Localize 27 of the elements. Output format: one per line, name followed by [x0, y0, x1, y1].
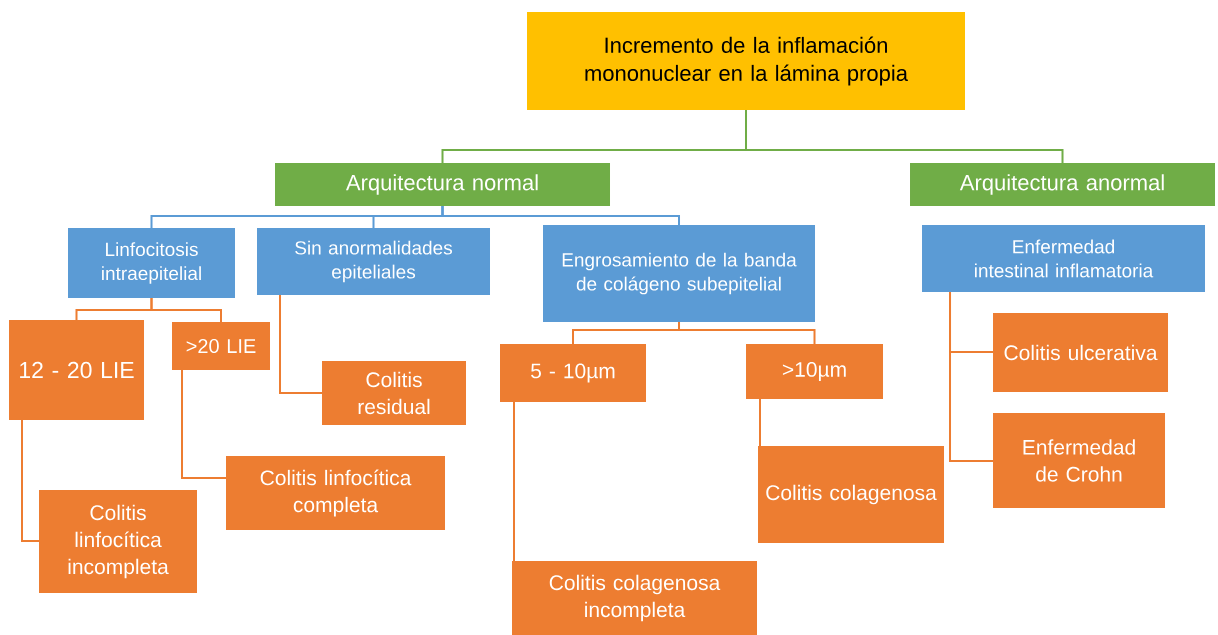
diagnosis-box: Colitis colagenosa incompleta — [512, 561, 757, 635]
diagnosis-box: Enfermedad de Crohn — [993, 413, 1165, 508]
connector-line — [745, 109, 1064, 164]
criterion-box: >20 LIE — [172, 322, 270, 370]
connector-line — [150, 297, 222, 323]
diagnosis-box: Colitis residual — [322, 361, 466, 425]
connector-line — [21, 419, 40, 542]
connector-line — [279, 294, 323, 394]
connector-line — [949, 291, 994, 462]
title-box: Incremento de la inflamación mononuclear en la lámina propia — [527, 12, 965, 110]
finding-box: Sin anormalidades epiteliales — [257, 228, 490, 295]
finding-box: Enfermedad intestinal inflamatoria — [922, 225, 1205, 292]
diagnosis-box: Colitis colagenosa — [758, 446, 944, 543]
criterion-box: 12 - 20 LIE — [9, 320, 144, 420]
category-box: Arquitectura normal — [275, 163, 610, 206]
connector-line — [759, 398, 761, 447]
diagnosis-box: Colitis linfocítica incompleta — [39, 490, 197, 593]
finding-box: Linfocitosis intraepitelial — [68, 228, 235, 298]
diagnosis-box: Colitis linfocítica completa — [226, 456, 445, 530]
criterion-box: 5 - 10µm — [500, 344, 646, 402]
connector-line — [441, 205, 680, 226]
connector-line — [181, 369, 227, 479]
connector-line — [513, 401, 515, 562]
diagnosis-box: Colitis ulcerativa — [993, 313, 1168, 392]
criterion-box: >10µm — [746, 344, 883, 399]
category-box: Arquitectura anormal — [910, 163, 1215, 206]
finding-box: Engrosamiento de la banda de colágeno subepitelial — [543, 225, 815, 322]
